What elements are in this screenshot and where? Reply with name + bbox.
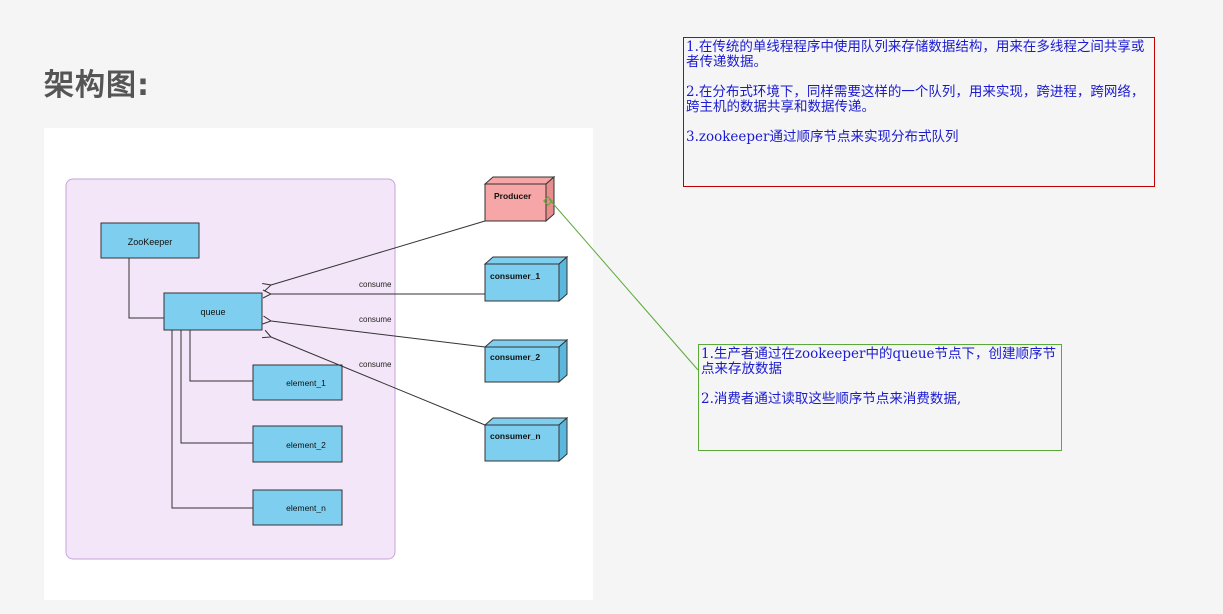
producer-label: Producer xyxy=(494,191,532,201)
edge-producer-queue xyxy=(271,220,486,285)
element-2-label: element_2 xyxy=(286,440,326,450)
producer-node: Producer xyxy=(483,175,556,223)
architecture-diagram: ZooKeeper queue element_1 element_2 elem… xyxy=(44,128,593,600)
element-n-node: element_n xyxy=(252,489,343,526)
note-item-1: 1.在传统的单线程程序中使用队列来存储数据结构，用来在多线程之间共享或者传递数据… xyxy=(686,39,1145,70)
consumer-n-label: consumer_n xyxy=(490,431,541,441)
page-title: 架构图: xyxy=(44,68,150,103)
tree-connectors xyxy=(128,258,253,509)
edges xyxy=(271,220,486,426)
consumer-1-label: consumer_1 xyxy=(490,271,540,281)
edge-label-consume-2: consume xyxy=(359,315,392,324)
queue-node: queue xyxy=(163,292,263,331)
description-note: 1.在传统的单线程程序中使用队列来存储数据结构，用来在多线程之间共享或者传递数据… xyxy=(683,37,1155,187)
zookeeper-node: ZooKeeper xyxy=(100,222,200,259)
zookeeper-label: ZooKeeper xyxy=(128,237,173,247)
zookeeper-container xyxy=(65,178,396,560)
element-n-label: element_n xyxy=(286,503,326,513)
consumer-n-node: consumer_n xyxy=(483,416,569,463)
consumer-1-node: consumer_1 xyxy=(483,255,569,303)
note-item-3: 3.zookeeper通过顺序节点来实现分布式队列 xyxy=(686,129,959,145)
edge-label-consume-1: consume xyxy=(359,280,392,289)
queue-label: queue xyxy=(200,307,225,317)
producer-consumer-note: 1.生产者通过在zookeeper中的queue节点下，创建顺序节点来存放数据 … xyxy=(698,344,1062,451)
element-2-node: element_2 xyxy=(252,425,343,463)
consumer-2-node: consumer_2 xyxy=(483,338,569,384)
element-1-label: element_1 xyxy=(286,378,326,388)
edge-consumer2-queue xyxy=(271,321,486,348)
edge-label-consume-n: consume xyxy=(359,360,392,369)
side-note-item-1: 1.生产者通过在zookeeper中的queue节点下，创建顺序节点来存放数据 xyxy=(701,346,1057,377)
element-1-node: element_1 xyxy=(252,364,343,401)
note-item-2: 2.在分布式环境下，同样需要这样的一个队列，用来实现，跨进程，跨网络，跨主机的数… xyxy=(686,84,1145,115)
edge-consumern-queue xyxy=(271,337,486,426)
side-note-item-2: 2.消费者通过读取这些顺序节点来消费数据, xyxy=(701,391,962,407)
consumer-2-label: consumer_2 xyxy=(490,352,540,362)
